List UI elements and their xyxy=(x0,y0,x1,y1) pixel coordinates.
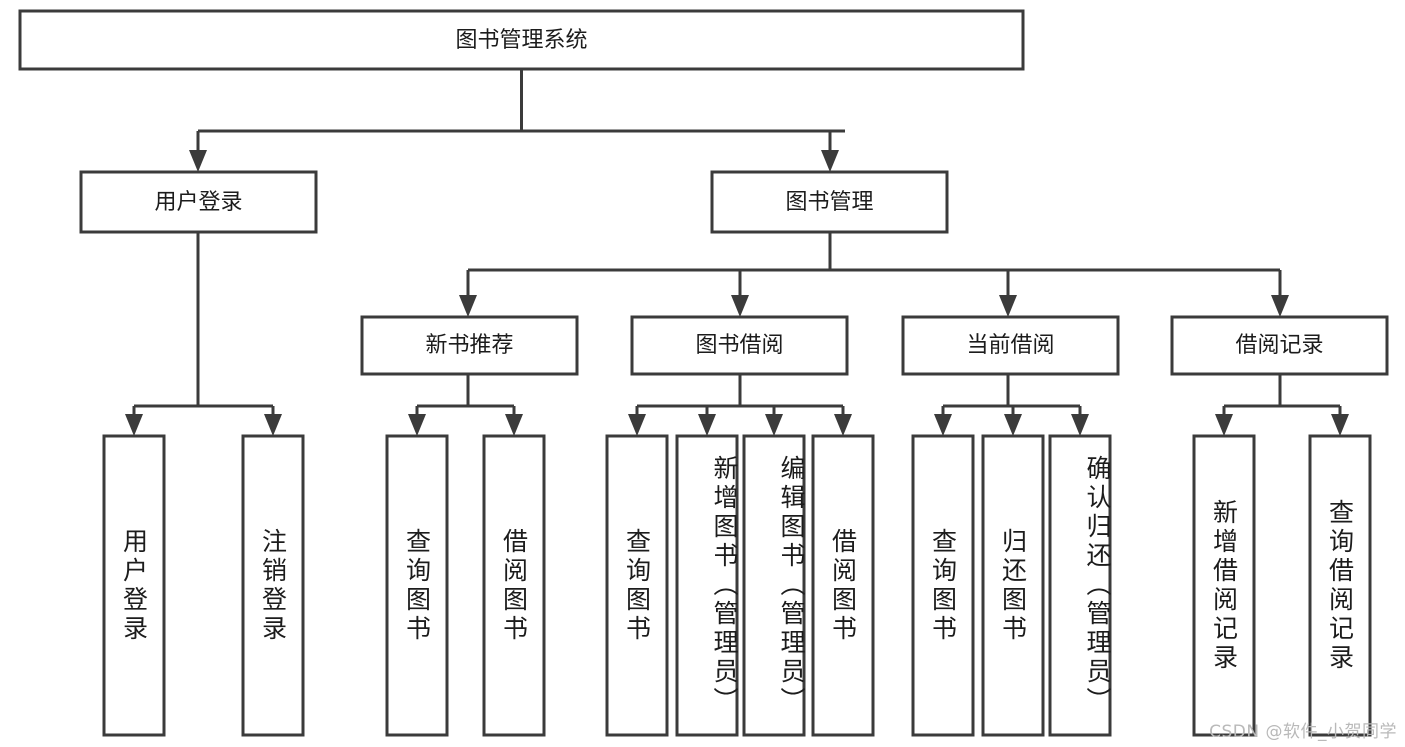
connectors-level2-to-level3 xyxy=(459,232,1289,317)
watermark-text: CSDN @软件_小贺同学 xyxy=(1209,722,1397,742)
node-current-borrow[interactable]: 当前借阅 xyxy=(901,315,1120,376)
leaf-box-confirm-return-admin[interactable] xyxy=(1048,434,1112,737)
node-borrow-record[interactable]: 借阅记录 xyxy=(1170,315,1389,376)
leaf-box-query-book-borrow[interactable] xyxy=(605,434,669,737)
leaf-box-borrow-book[interactable] xyxy=(811,434,875,737)
connectors-root-to-level2 xyxy=(189,69,845,172)
leaf-box-borrow-book-rec[interactable] xyxy=(482,434,546,737)
leaf-box-user-login[interactable] xyxy=(102,434,166,737)
node-current-borrow-label: 当前借阅 xyxy=(966,333,1054,358)
leaf-box-query-book-current[interactable] xyxy=(911,434,975,737)
leaf-box-logout[interactable] xyxy=(241,434,305,737)
node-borrow-record-label: 借阅记录 xyxy=(1235,333,1323,358)
node-new-book-recommend-label: 新书推荐 xyxy=(425,333,513,358)
connectors-borrowrecord-to-leaves xyxy=(1215,374,1349,436)
connectors-userlogin-to-leaves xyxy=(125,232,282,436)
leaf-boxes xyxy=(102,434,1372,737)
leaf-box-return-book[interactable] xyxy=(981,434,1045,737)
node-user-login[interactable]: 用户登录 xyxy=(79,170,318,234)
node-book-management[interactable]: 图书管理 xyxy=(710,170,949,234)
node-book-borrow[interactable]: 图书借阅 xyxy=(630,315,849,376)
node-new-book-recommend[interactable]: 新书推荐 xyxy=(360,315,579,376)
leaf-box-edit-book-admin[interactable] xyxy=(742,434,806,737)
node-root-label: 图书管理系统 xyxy=(455,28,587,53)
leaf-box-query-borrow-record[interactable] xyxy=(1308,434,1372,737)
node-book-borrow-label: 图书借阅 xyxy=(695,333,783,358)
node-root[interactable]: 图书管理系统 xyxy=(18,9,1025,71)
connectors-newbook-to-leaves xyxy=(408,374,523,436)
leaf-box-add-book-admin[interactable] xyxy=(675,434,739,737)
node-user-login-label: 用户登录 xyxy=(154,190,242,215)
connectors-currentborrow-to-leaves xyxy=(934,374,1089,436)
leaf-box-add-borrow-record[interactable] xyxy=(1192,434,1256,737)
node-book-management-label: 图书管理 xyxy=(785,190,873,215)
leaf-box-query-book-rec[interactable] xyxy=(385,434,449,737)
connectors-bookborrow-to-leaves xyxy=(628,374,852,436)
